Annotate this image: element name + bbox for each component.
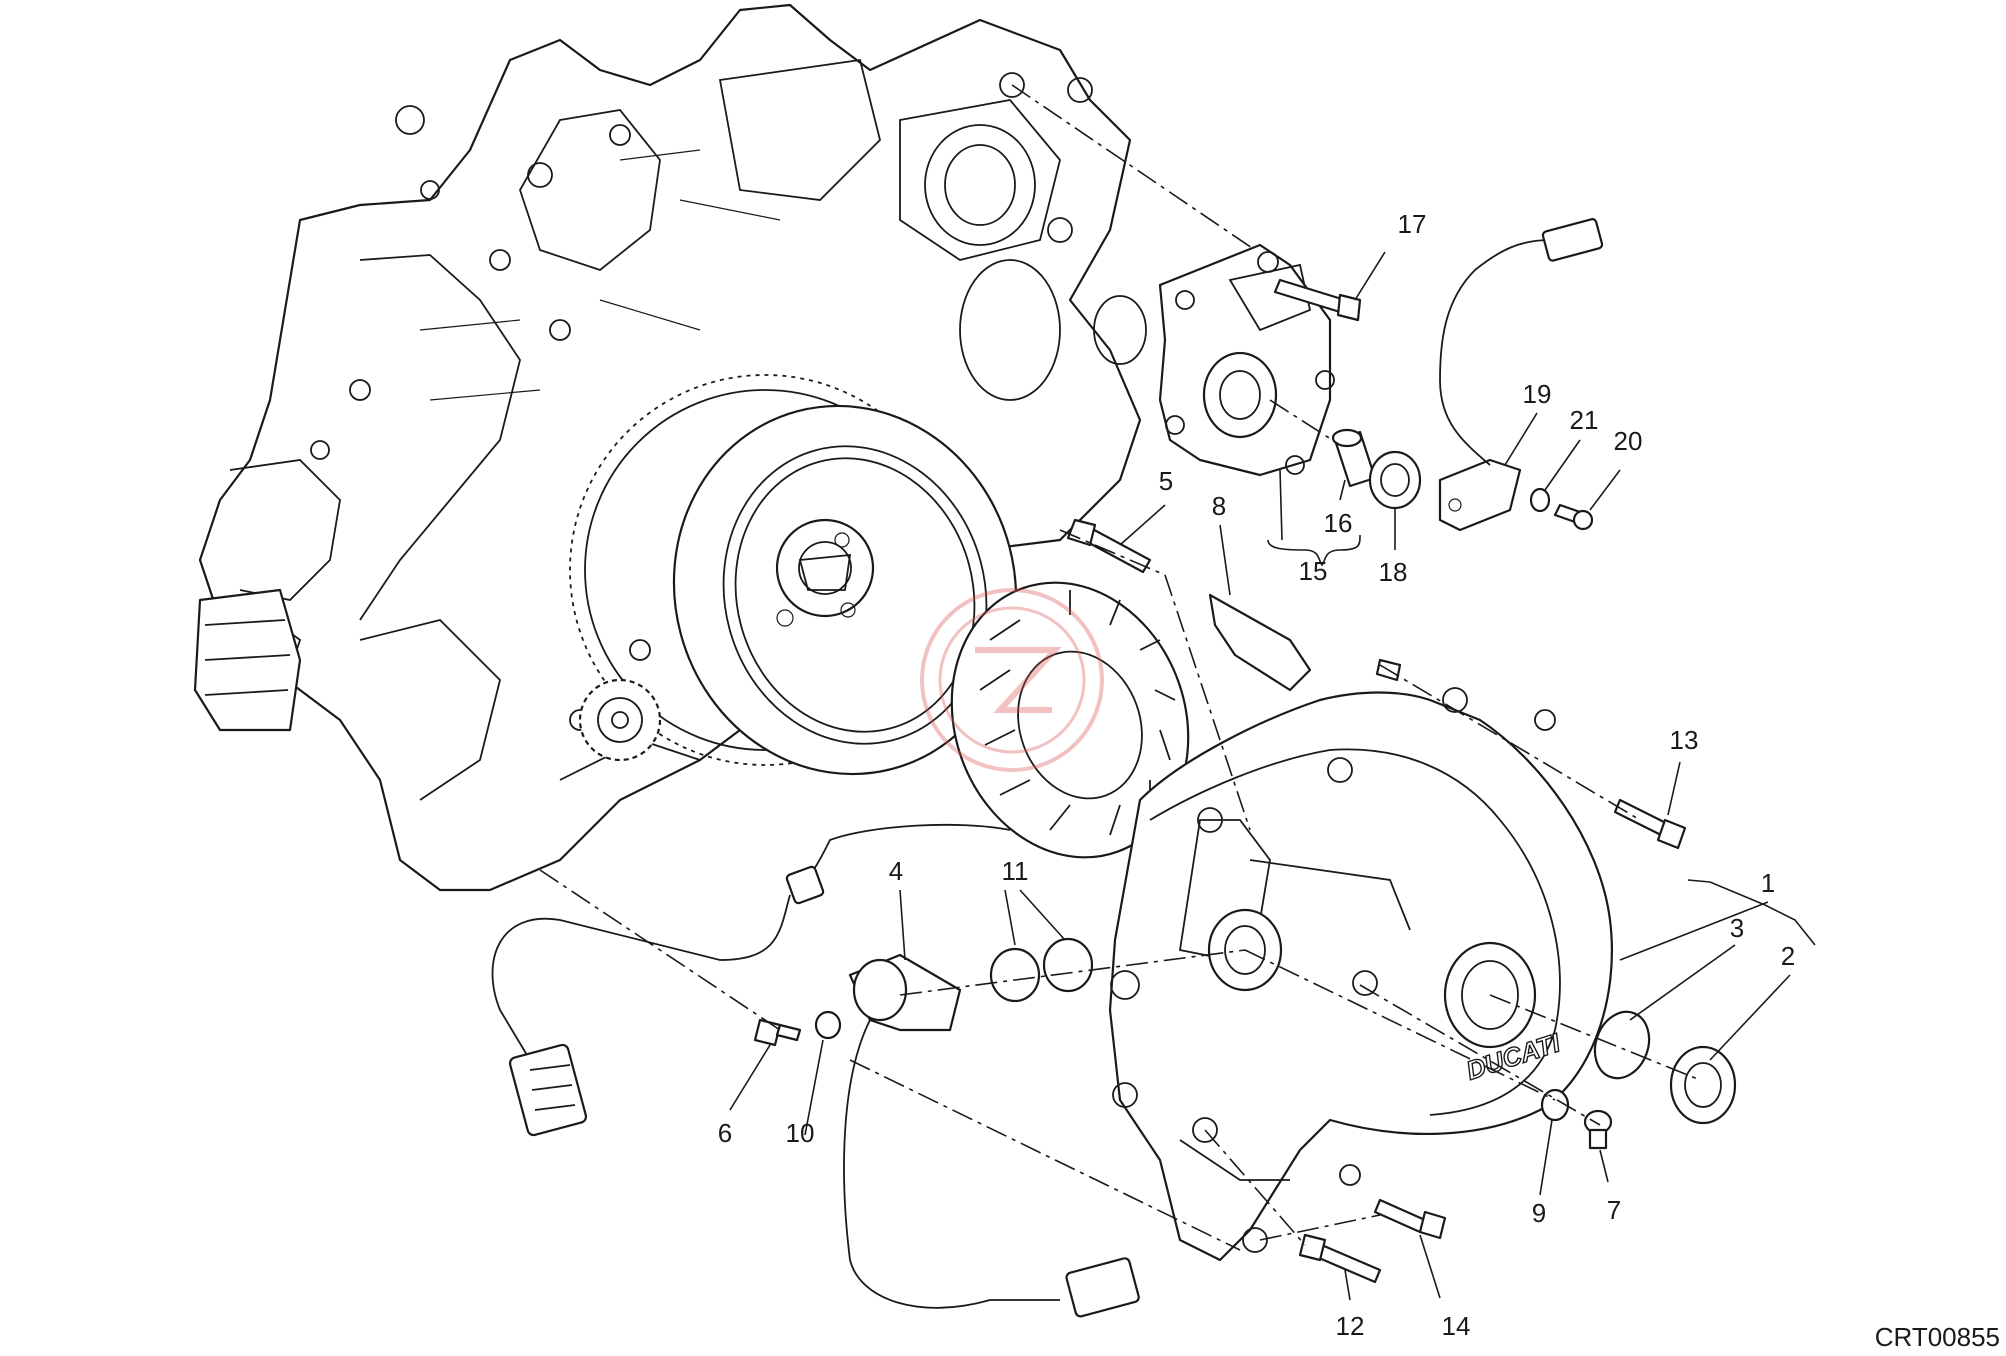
filler-plug xyxy=(1583,1109,1613,1150)
callout-20: 20 xyxy=(1614,426,1643,456)
cover-screw-13 xyxy=(1613,798,1687,850)
callout-15: 15 xyxy=(1299,556,1328,586)
callout-10: 10 xyxy=(786,1118,815,1148)
watermark-logo xyxy=(920,588,1104,772)
bolt xyxy=(1066,518,1152,574)
cover-screw-12 xyxy=(1298,1233,1382,1284)
flywheel-rotor xyxy=(672,404,1018,776)
callout-8: 8 xyxy=(1212,491,1226,521)
callout-11: 11 xyxy=(1002,856,1029,886)
pickup-sensor xyxy=(1438,218,1604,532)
leader-lines xyxy=(729,251,1816,1301)
callout-12: 12 xyxy=(1336,1311,1365,1341)
callout-4: 4 xyxy=(889,856,903,886)
drain-plug xyxy=(1669,1045,1737,1125)
sensor-screw xyxy=(1553,503,1594,531)
stator-wiring-harness xyxy=(491,823,1011,1137)
callout-13: 13 xyxy=(1670,725,1699,755)
cover-screw-14 xyxy=(1373,1198,1447,1240)
o-ring-pair xyxy=(989,937,1094,1003)
washer xyxy=(1529,487,1551,513)
sensor-bolt xyxy=(753,1018,802,1047)
starter-pinion-gear xyxy=(578,678,662,762)
callout-labels: 1 2 3 4 5 6 7 8 9 10 11 12 13 14 15 16 1… xyxy=(718,209,1795,1341)
callout-1: 1 xyxy=(1761,868,1775,898)
sealing-washer xyxy=(1540,1088,1570,1122)
pickup-cover-screw xyxy=(1273,278,1362,322)
pickup-cover xyxy=(1158,243,1335,477)
wire-grommet xyxy=(1208,593,1312,692)
generator-cover: DUCATI xyxy=(1108,687,1614,1262)
callout-2: 2 xyxy=(1781,941,1795,971)
callout-21: 21 xyxy=(1570,405,1599,435)
callout-3: 3 xyxy=(1730,913,1744,943)
callout-16: 16 xyxy=(1324,508,1353,538)
o-ring-seal xyxy=(1593,1010,1651,1080)
bushing xyxy=(1331,428,1377,488)
callout-19: 19 xyxy=(1523,379,1552,409)
stator xyxy=(950,581,1190,859)
engine-crankcase xyxy=(193,3,1147,892)
callout-5: 5 xyxy=(1159,466,1173,496)
sensor-washer xyxy=(814,1010,842,1040)
crank-sensor xyxy=(843,953,1140,1318)
assembly-lines xyxy=(539,84,1701,1251)
callout-14: 14 xyxy=(1442,1311,1471,1341)
callout-9: 9 xyxy=(1532,1198,1546,1228)
callout-7: 7 xyxy=(1607,1195,1621,1225)
callout-18: 18 xyxy=(1379,557,1408,587)
oil-seal xyxy=(1368,450,1422,510)
drawing-code: CRT00855 xyxy=(1875,1322,2000,1352)
callout-6: 6 xyxy=(718,1118,732,1148)
callout-17: 17 xyxy=(1398,209,1427,239)
